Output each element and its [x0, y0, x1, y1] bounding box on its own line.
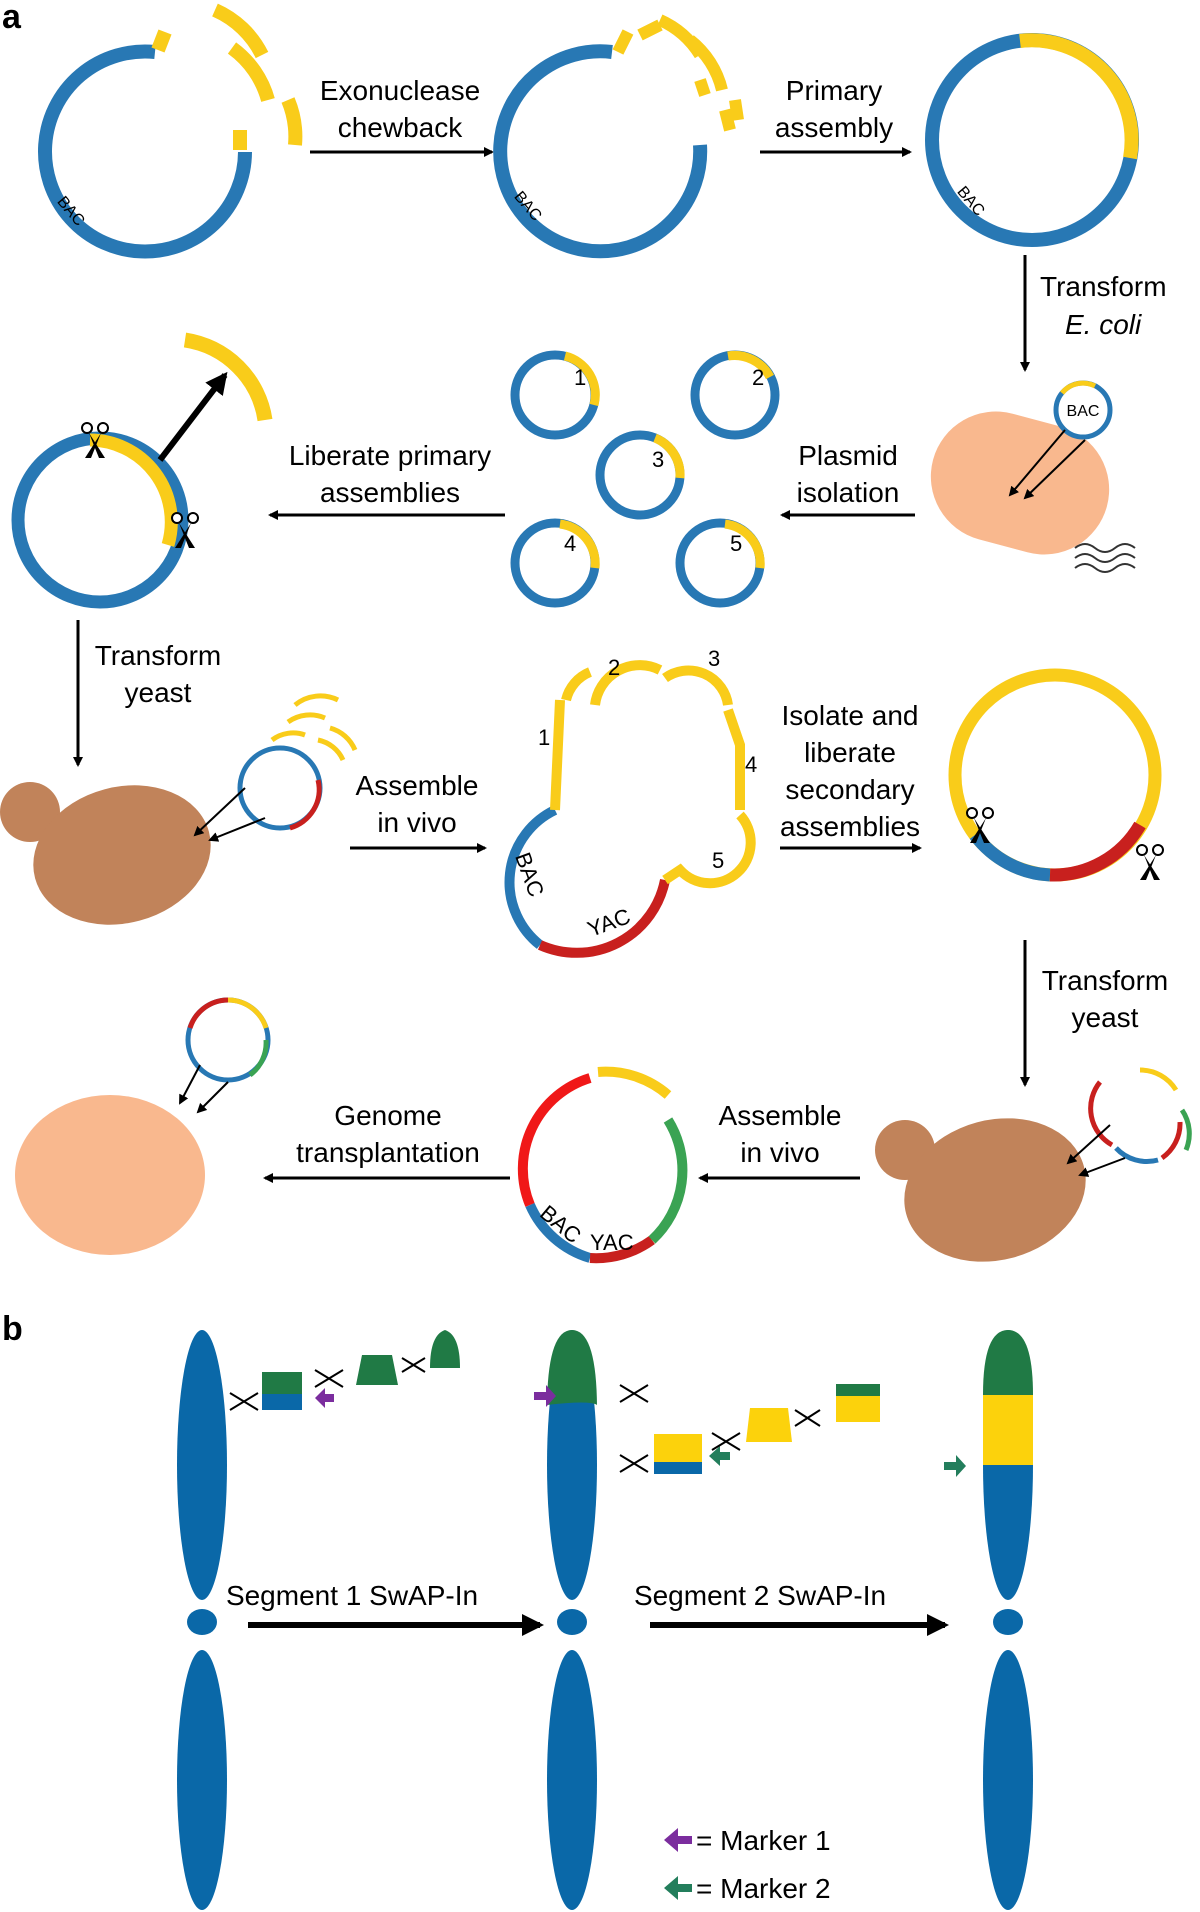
transform-ecoli-label-2: E. coli [1065, 309, 1142, 340]
panel-a-label: a [2, 0, 22, 36]
legend-marker-1: = Marker 1 [696, 1825, 831, 1856]
fragment-number: 4 [745, 752, 757, 777]
purple-arrow-icon [315, 1388, 334, 1408]
assemblies-label-2: assemblies [780, 811, 920, 842]
chewback-label: chewback [338, 112, 464, 143]
chromosome-2 [534, 1330, 597, 1910]
plasmid-number: 5 [730, 531, 742, 556]
teal-arrow-icon [944, 1455, 966, 1477]
plasmid-5: 5 [675, 518, 765, 608]
transplantation-label: transplantation [296, 1137, 480, 1168]
plasmid-4: 4 [510, 518, 600, 608]
segment-2-fragments [619, 1384, 880, 1474]
plasmid-1: 1 [510, 350, 600, 440]
panel-b-label: b [2, 1310, 23, 1348]
bac-label: BAC [510, 849, 549, 900]
segment-1-fragments [229, 1330, 460, 1411]
segment-1-label: Segment 1 SwAP-In [226, 1580, 478, 1611]
isolation-label: isolation [797, 477, 900, 508]
liberate-primary-label: Liberate primary [289, 440, 491, 471]
transform-yeast-label-4: yeast [1072, 1002, 1139, 1033]
isolate-label: Isolate and [782, 700, 919, 731]
plasmid-label: Plasmid [798, 440, 898, 471]
scissors-icon [1136, 844, 1164, 881]
yac-label: YAC [590, 1230, 634, 1255]
primary-assembly-circle: BAC [925, 33, 1139, 247]
exonuclease-label: Exonuclease [320, 75, 480, 106]
final-assembly-circle: BAC YAC [517, 1066, 688, 1264]
purple-arrow-icon [534, 1385, 556, 1407]
assemble-label-2: Assemble [719, 1100, 842, 1131]
liberate-label: liberate [804, 737, 896, 768]
plasmid-number: 4 [564, 531, 576, 556]
plasmid-number: 3 [652, 447, 664, 472]
legend-marker-2: = Marker 2 [696, 1873, 831, 1904]
fragment-number: 2 [608, 655, 620, 680]
plasmid-2: 2 [690, 350, 780, 440]
purple-arrow-icon [664, 1828, 692, 1852]
legend: = Marker 1 = Marker 2 [664, 1825, 831, 1904]
fragment-number: 5 [712, 848, 724, 873]
secondary-assembly: 1 2 3 4 5 BAC YAC [504, 646, 757, 958]
yeast-cell-2 [875, 1067, 1192, 1262]
bac-plasmid-open-1: BAC [38, 3, 303, 259]
plasmid-number: 2 [752, 365, 764, 390]
transform-yeast-label-1: Transform [95, 640, 222, 671]
primary-label: Primary [786, 75, 882, 106]
teal-arrow-icon [709, 1446, 730, 1466]
plasmid-3: 3 [595, 430, 685, 520]
transform-yeast-label-3: Transform [1042, 965, 1169, 996]
in-vivo-label-2: in vivo [740, 1137, 819, 1168]
in-vivo-label-1: in vivo [377, 807, 456, 838]
secondary-liberated-circle [948, 668, 1164, 882]
segment-2-label: Segment 2 SwAP-In [634, 1580, 886, 1611]
recipient-cell [15, 997, 271, 1255]
transform-yeast-label-2: yeast [125, 677, 192, 708]
assemble-label-1: Assemble [356, 770, 479, 801]
bac-plasmid-open-2: BAC [493, 14, 744, 259]
assembly-label: assembly [775, 112, 893, 143]
teal-arrow-icon [664, 1876, 692, 1900]
fragment-number: 1 [538, 725, 550, 750]
assemblies-label: assemblies [320, 477, 460, 508]
fragment-number: 3 [708, 646, 720, 671]
chromosome-3 [944, 1330, 1033, 1910]
ecoli-cell: BAC [930, 380, 1136, 573]
bac-label: BAC [1067, 403, 1100, 420]
secondary-label: secondary [785, 774, 914, 805]
genome-label: Genome [334, 1100, 441, 1131]
transform-ecoli-label-1: Transform [1040, 271, 1167, 302]
chromosome-1 [177, 1330, 227, 1910]
yeast-cell-1 [0, 693, 358, 925]
plasmid-number: 1 [574, 365, 586, 390]
liberated-plasmid [11, 332, 273, 609]
